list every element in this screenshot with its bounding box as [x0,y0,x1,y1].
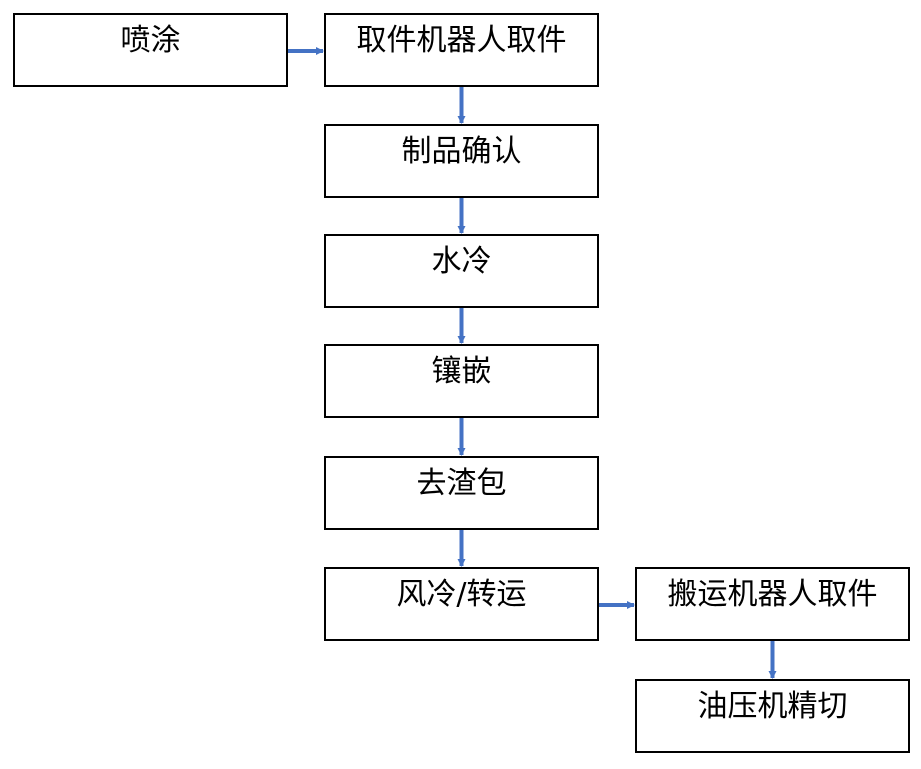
node-press-trim: 油压机精切 [635,679,910,753]
node-air-cool: 风冷/转运 [324,567,599,641]
node-water-cool: 水冷 [324,234,599,308]
node-pick-robot: 取件机器人取件 [324,13,599,87]
node-insert: 镶嵌 [324,344,599,418]
node-transfer-robot: 搬运机器人取件 [635,567,910,641]
node-pick-robot-label: 取件机器人取件 [356,23,567,58]
node-press-trim-label: 油压机精切 [697,689,848,724]
node-insert-label: 镶嵌 [431,354,492,389]
node-spray-label: 喷涂 [120,23,181,58]
node-product-confirm-label: 制品确认 [401,134,522,169]
node-water-cool-label: 水冷 [431,244,492,279]
node-product-confirm: 制品确认 [324,124,599,198]
node-deslag-label: 去渣包 [416,466,507,501]
node-spray: 喷涂 [13,13,288,87]
node-air-cool-label: 风冷/转运 [396,577,527,612]
node-deslag: 去渣包 [324,456,599,530]
node-transfer-robot-label: 搬运机器人取件 [667,577,878,612]
